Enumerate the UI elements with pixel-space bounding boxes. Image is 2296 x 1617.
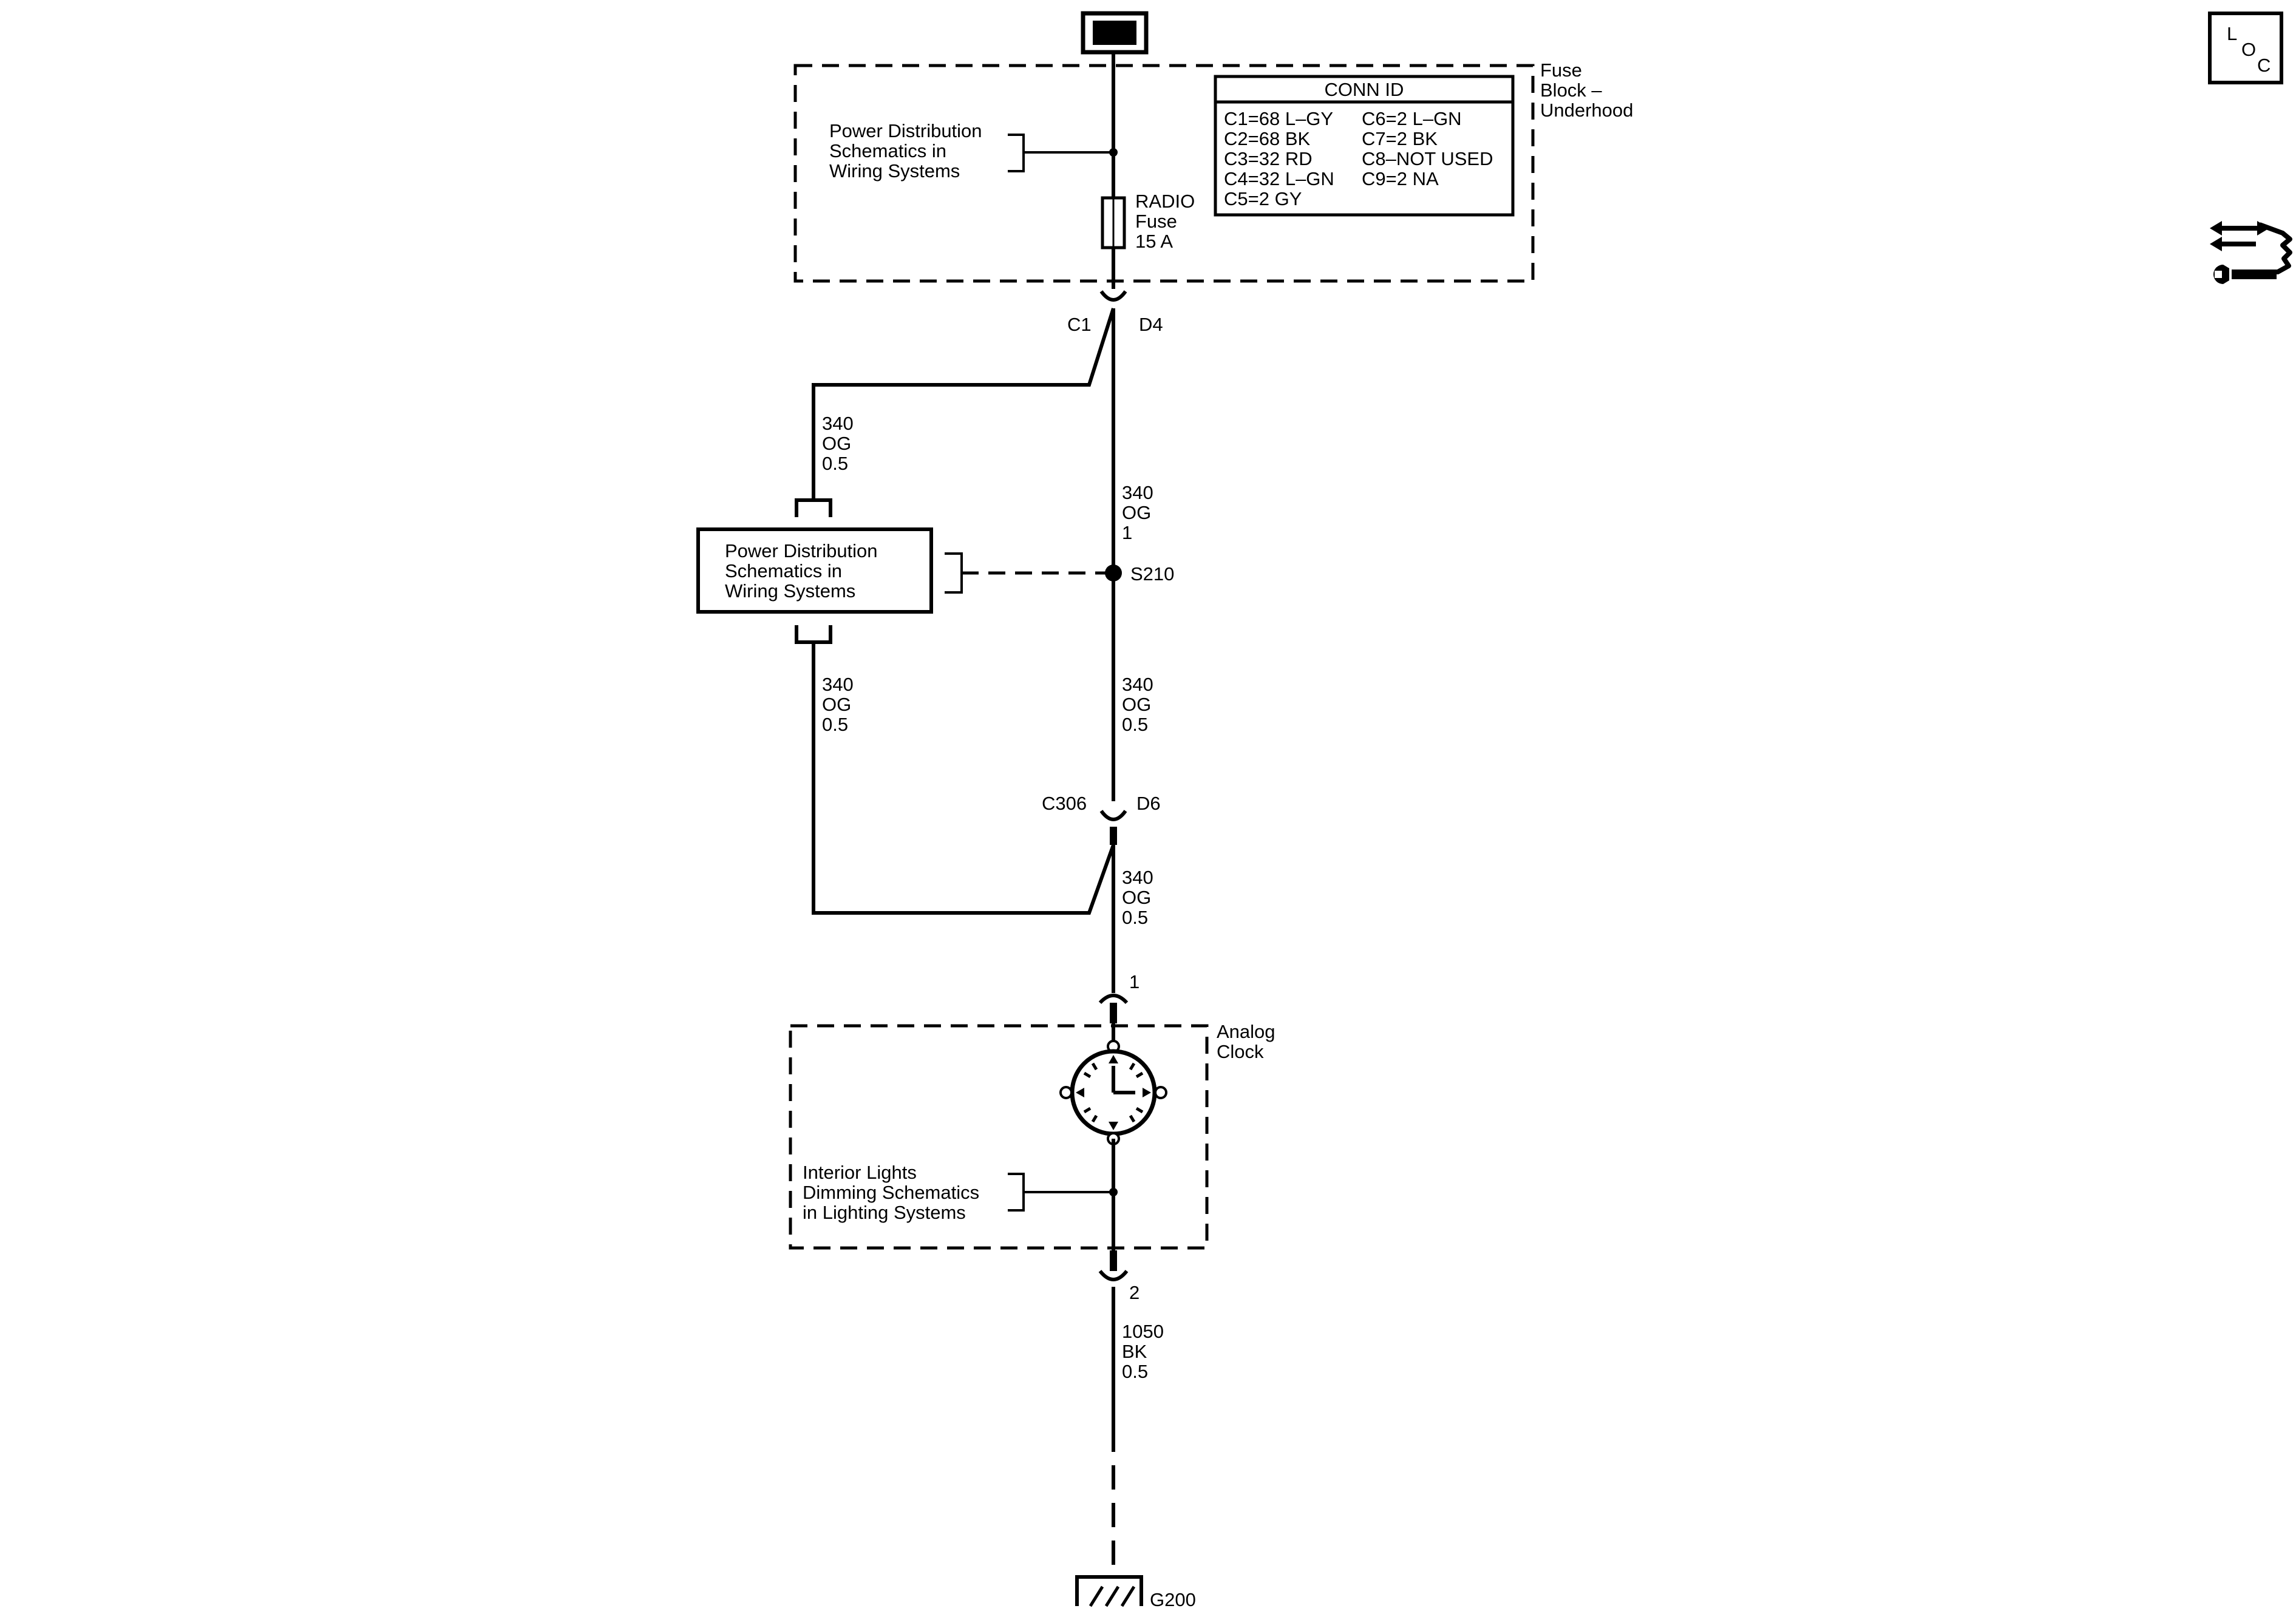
svg-text:C7=2 BK: C7=2 BK	[1362, 128, 1438, 149]
svg-text:0.5: 0.5	[822, 714, 848, 735]
radio-fuse-label: RADIO Fuse 15 A	[1135, 191, 1195, 252]
splice-s210-label: S210	[1130, 563, 1174, 585]
svg-text:Fuse: Fuse	[1135, 211, 1177, 232]
svg-text:Fuse: Fuse	[1540, 59, 1582, 81]
svg-text:C9=2 NA: C9=2 NA	[1362, 168, 1439, 189]
svg-text:1050: 1050	[1122, 1321, 1164, 1342]
svg-text:15 A: 15 A	[1135, 231, 1173, 252]
svg-text:OG: OG	[1122, 694, 1151, 715]
wire-label-main-top: 340 OG 1	[1122, 482, 1153, 543]
conn-id-table: CONN ID C1=68 L–GY C2=68 BK C3=32 RD C4=…	[1214, 75, 1515, 217]
battery-label: B+	[1102, 22, 1127, 43]
svg-text:C8–NOT USED: C8–NOT USED	[1362, 148, 1493, 169]
connector-d6-label: D6	[1136, 793, 1161, 814]
svg-text:C6=2 L–GN: C6=2 L–GN	[1362, 108, 1462, 129]
ground-g200-label: G200	[1150, 1589, 1196, 1610]
connector-c1-d4[interactable]	[1099, 290, 1127, 302]
connector-wrench-icon[interactable]	[2210, 221, 2292, 284]
analog-clock-icon	[1059, 1023, 1167, 1145]
wire-label-ground: 1050 BK 0.5	[1122, 1321, 1164, 1382]
svg-text:340: 340	[822, 674, 854, 695]
svg-text:C5=2 GY: C5=2 GY	[1224, 188, 1302, 209]
conn-id-title: CONN ID	[1325, 79, 1404, 100]
svg-text:OG: OG	[1122, 887, 1151, 908]
dimming-schematics-ref[interactable]: Interior Lights Dimming Schematics in Li…	[803, 1162, 1118, 1223]
pin-1-label: 1	[1129, 971, 1140, 992]
svg-text:OG: OG	[822, 694, 851, 715]
svg-text:Power Distribution: Power Distribution	[829, 120, 982, 141]
svg-text:0.5: 0.5	[1122, 714, 1148, 735]
svg-text:Schematics in: Schematics in	[829, 140, 946, 161]
svg-text:BK: BK	[1122, 1341, 1147, 1362]
svg-text:Wiring Systems: Wiring Systems	[829, 160, 960, 181]
svg-text:Schematics in: Schematics in	[725, 560, 842, 581]
svg-text:OG: OG	[822, 433, 851, 454]
svg-text:L: L	[2227, 23, 2237, 44]
battery-terminal: B+	[1081, 11, 1149, 55]
svg-text:in Lighting Systems: in Lighting Systems	[803, 1202, 966, 1223]
svg-text:340: 340	[822, 413, 854, 434]
svg-text:O: O	[2241, 39, 2256, 60]
wire-label-main-mid: 340 OG 0.5	[1122, 674, 1153, 735]
svg-text:C2=68 BK: C2=68 BK	[1224, 128, 1311, 149]
wire-label-left-bottom: 340 OG 0.5	[822, 674, 854, 735]
clock-pin-2[interactable]	[1098, 1250, 1129, 1281]
svg-text:OG: OG	[1122, 502, 1151, 523]
connector-c1-label: C1	[1067, 314, 1092, 335]
pin-2-label: 2	[1129, 1282, 1140, 1303]
svg-text:1: 1	[1122, 522, 1132, 543]
svg-text:Analog: Analog	[1217, 1021, 1275, 1042]
svg-text:0.5: 0.5	[1122, 1361, 1148, 1382]
fuse-block-name: Fuse Block – Underhood	[1540, 59, 1633, 121]
connector-d4-label: D4	[1139, 314, 1163, 335]
splice-s210[interactable]	[1105, 564, 1122, 581]
svg-text:Clock: Clock	[1217, 1041, 1264, 1062]
radio-fuse[interactable]	[1101, 196, 1126, 249]
svg-text:C4=32 L–GN: C4=32 L–GN	[1224, 168, 1334, 189]
svg-text:340: 340	[1122, 674, 1153, 695]
svg-text:C: C	[2257, 55, 2271, 76]
svg-text:0.5: 0.5	[1122, 907, 1148, 928]
svg-text:Wiring Systems: Wiring Systems	[725, 580, 855, 602]
ground-g200-icon[interactable]	[1075, 1575, 1143, 1607]
analog-clock-name: Analog Clock	[1217, 1021, 1275, 1062]
clock-pin-1[interactable]	[1098, 994, 1129, 1023]
svg-text:340: 340	[1122, 482, 1153, 503]
wire-label-left-top: 340 OG 0.5	[822, 413, 854, 474]
connector-c306-label: C306	[1042, 793, 1087, 814]
connector-c306-d6[interactable]	[1099, 810, 1127, 845]
svg-text:340: 340	[1122, 867, 1153, 888]
svg-text:C3=32 RD: C3=32 RD	[1224, 148, 1313, 169]
svg-text:Interior Lights: Interior Lights	[803, 1162, 917, 1183]
power-distribution-box[interactable]: Power Distribution Schematics in Wiring …	[696, 527, 933, 614]
svg-text:C1=68 L–GY: C1=68 L–GY	[1224, 108, 1333, 129]
svg-text:RADIO: RADIO	[1135, 191, 1195, 212]
svg-text:0.5: 0.5	[822, 453, 848, 474]
fuse-block-outline	[793, 64, 1535, 283]
wire-label-main-low: 340 OG 0.5	[1122, 867, 1153, 928]
fuse-block-power-dist-ref[interactable]: Power Distribution Schematics in Wiring …	[829, 120, 1118, 181]
loc-icon[interactable]: L O C	[2208, 12, 2283, 84]
svg-text:Power Distribution: Power Distribution	[725, 540, 878, 561]
svg-text:Underhood: Underhood	[1540, 100, 1633, 121]
svg-text:Dimming Schematics: Dimming Schematics	[803, 1182, 979, 1203]
svg-text:Block –: Block –	[1540, 80, 1602, 101]
